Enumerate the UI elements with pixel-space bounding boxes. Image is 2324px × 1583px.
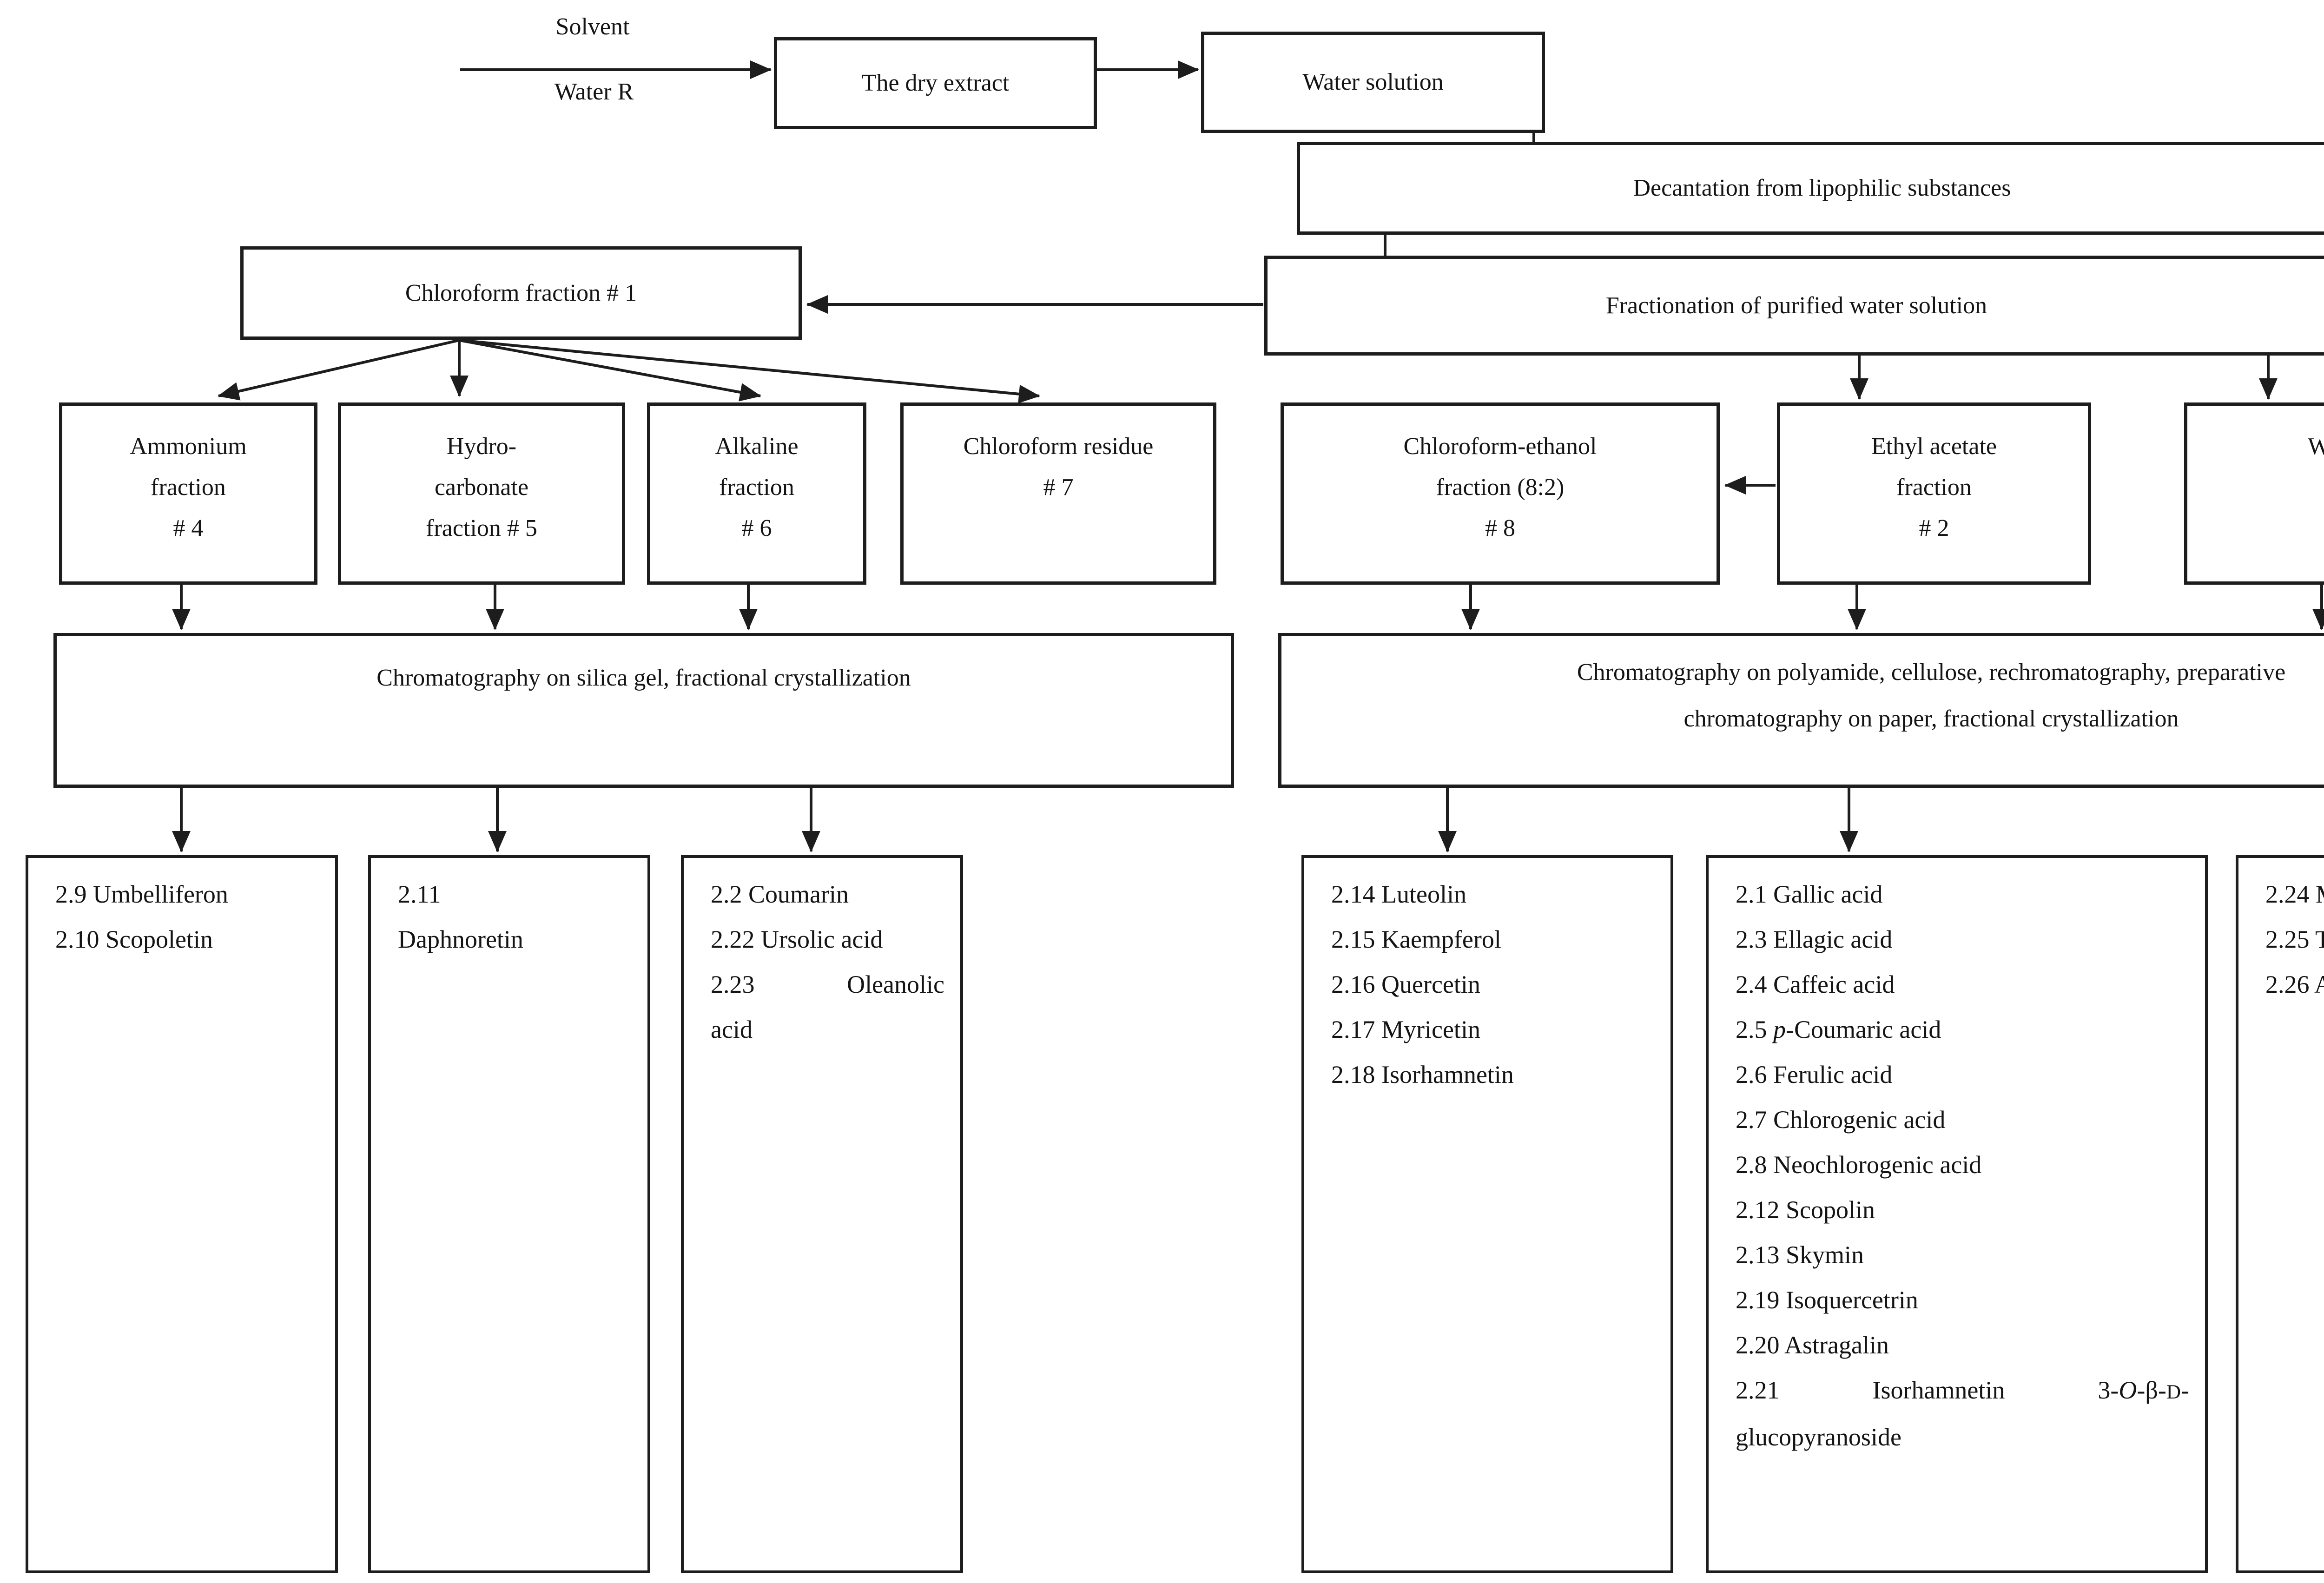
compound-line: 2.24 Malic acid: [2265, 880, 2324, 908]
box-label: chromatography on paper, fractional crys…: [1684, 706, 2179, 732]
result-box-coumarins: 2.9 Umbelliferon 2.10 Scopoletin: [26, 855, 338, 1573]
compound-line: 2.23 Oleanolic: [711, 962, 944, 1007]
result-box-organic-acids: 2.24 Malic acid 2.25 Tartaric acid 2.26 Al…: [2236, 855, 2324, 1573]
box-chloroform-fraction-1: Chloroform fraction # 1: [240, 246, 802, 340]
box-decantation: Decantation from lipophilic substances: [1297, 142, 2324, 235]
box-hydrocarbonate-fraction-5: Hydro- carbonate fraction # 5: [338, 402, 625, 585]
compound-line: 2.3 Ellagic acid: [1736, 925, 1893, 953]
box-label: Ethyl acetate: [1871, 433, 1997, 460]
result-box-phenolic-acids: 2.1 Gallic acid 2.3 Ellagic acid 2.4 Caffe…: [1706, 855, 2208, 1573]
box-polyamide-chromatography: Chromatography on polyamide, cellulose, …: [1278, 633, 2324, 788]
arrow-chloroform-1-to-residue-7: [459, 339, 1040, 403]
compound-line: 2.11: [398, 880, 441, 908]
compound-line: 2.16 Quercetin: [1331, 970, 1480, 998]
box-alkaline-fraction-6: Alkaline fraction # 6: [647, 402, 866, 585]
box-label: Hydro-: [446, 433, 517, 460]
compound-text-segment: 3-: [2098, 1376, 2119, 1404]
box-label: Fractionation of purified water solution: [1605, 292, 1987, 319]
compound-word: 3-O-β-D-: [2098, 1368, 2189, 1415]
result-box-triterpenes: 2.2 Coumarin 2.22 Ursolic acid 2.23 Oleanol…: [681, 855, 963, 1573]
water-r-label: Water R: [554, 79, 634, 105]
compound-line: 2.4 Caffeic acid: [1736, 970, 1895, 998]
compound-text-segment: -Coumaric acid: [1786, 1016, 1941, 1043]
compound-text-segment: -β-: [2137, 1376, 2166, 1404]
box-silica-chromatography: Chromatography on silica gel, fractional…: [53, 633, 1234, 788]
compound-word: Oleanolic: [847, 970, 944, 998]
compound-line: acid: [711, 1016, 753, 1043]
compound-line: 2.19 Isoquercetrin: [1736, 1286, 1918, 1314]
arrow-chloroform-1-to-ammonium-4: [218, 339, 460, 401]
box-label: Water solution: [1302, 69, 1444, 95]
box-water-residue: Water residue: [2184, 402, 2324, 585]
compound-line: 2.26 Allantoin: [2265, 970, 2324, 998]
box-label: Water residue: [2308, 433, 2324, 460]
compound-word: Isorhamnetin: [1872, 1376, 2005, 1404]
box-ammonium-fraction-4: Ammonium fraction # 4: [59, 402, 317, 585]
compound-line: Daphnoretin: [398, 925, 523, 953]
solvent-label: Solvent: [555, 13, 630, 40]
box-label: # 8: [1485, 515, 1515, 541]
box-chloroform-ethanol-fraction-8: Chloroform-ethanol fraction (8:2) # 8: [1281, 402, 1720, 585]
compound-line: 2.8 Neochlorogenic acid: [1736, 1151, 1982, 1179]
box-label: carbonate: [434, 474, 529, 501]
compound-line: 2.18 Isorhamnetin: [1331, 1061, 1514, 1088]
box-label: fraction: [719, 474, 794, 501]
box-label: Ammonium: [130, 433, 247, 460]
box-label: fraction: [151, 474, 226, 501]
box-label: Decantation from lipophilic substances: [1633, 175, 2011, 201]
box-label: fraction (8:2): [1436, 474, 1565, 501]
box-label: Chloroform fraction # 1: [405, 279, 637, 306]
compound-line: 2.20 Astragalin: [1736, 1331, 1889, 1359]
compound-line: 2.12 Scopolin: [1736, 1196, 1875, 1224]
box-dry-extract: The dry extract: [774, 37, 1097, 129]
result-box-flavonoids: 2.14 Luteolin 2.15 Kaempferol 2.16 Quercet…: [1301, 855, 1673, 1573]
compound-line: 2.15 Kaempferol: [1331, 925, 1501, 953]
compound-line: 2.5 p-Coumaric acid: [1736, 1007, 2189, 1052]
box-water-solution: Water solution: [1201, 32, 1545, 133]
compound-line: 2.14 Luteolin: [1331, 880, 1466, 908]
box-label: fraction: [1896, 474, 1972, 501]
box-chloroform-residue-7: Chloroform residue # 7: [900, 402, 1216, 585]
arrow-chloroform-1-to-alkaline-6: [459, 339, 761, 402]
compound-word: 2.23: [711, 970, 755, 998]
compound-line: 2.6 Ferulic acid: [1736, 1061, 1893, 1088]
box-label: Alkaline: [715, 433, 799, 460]
box-label: Chromatography on polyamide, cellulose, …: [1577, 659, 2286, 686]
compound-text-segment: p: [1773, 1016, 1786, 1043]
compound-line: 2.9 Umbelliferon: [55, 880, 228, 908]
compound-line: 2.22 Ursolic acid: [711, 925, 883, 953]
box-label: The dry extract: [861, 70, 1010, 96]
compound-text-segment: -: [2181, 1376, 2189, 1404]
box-label: fraction # 5: [426, 515, 537, 541]
compound-line: 2.7 Chlorogenic acid: [1736, 1106, 1946, 1134]
box-label: # 4: [173, 515, 204, 541]
compound-line: 2.1 Gallic acid: [1736, 880, 1883, 908]
box-label: # 2: [1919, 515, 1949, 541]
compound-line: 2.25 Tartaric acid: [2265, 925, 2324, 953]
compound-line: 2.2 Coumarin: [711, 880, 849, 908]
box-label: # 6: [741, 515, 772, 541]
compound-word: 2.21: [1736, 1376, 1780, 1404]
box-label: Chromatography on silica gel, fractional…: [376, 665, 911, 691]
compound-line: 2.13 Skymin: [1736, 1241, 1864, 1269]
compound-text-segment: O: [2119, 1376, 2137, 1404]
box-label: Chloroform-ethanol: [1403, 433, 1597, 460]
compound-line: glucopyranoside: [1736, 1423, 1901, 1451]
box-ethyl-acetate-fraction-2: Ethyl acetate fraction # 2: [1777, 402, 2091, 585]
compound-line: 2.17 Myricetin: [1331, 1016, 1480, 1043]
compound-text-segment: D: [2166, 1381, 2181, 1403]
compound-text-segment: 2.5: [1736, 1016, 1773, 1043]
box-label: # 7: [1043, 474, 1074, 501]
box-fractionation: Fractionation of purified water solution: [1264, 256, 2324, 356]
compound-line: 2.21 Isorhamnetin 3-O-β-D-: [1736, 1368, 2189, 1415]
box-label: Chloroform residue: [963, 433, 1154, 460]
compound-line: 2.10 Scopoletin: [55, 925, 213, 953]
